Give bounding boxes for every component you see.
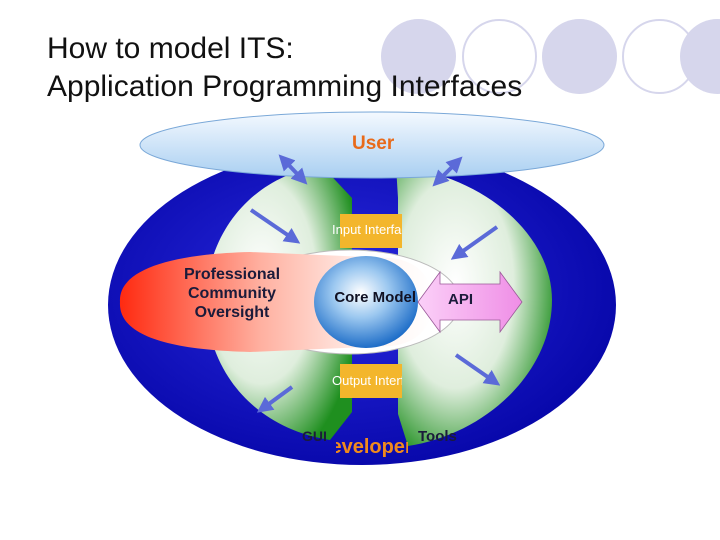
bidirectional-arrow-icon: [432, 156, 463, 187]
slide-title: How to model ITS: Application Programmin…: [47, 30, 522, 106]
oversight-label: Professional Community Oversight: [183, 266, 281, 321]
core-model-sphere: [314, 256, 418, 348]
decorative-circle: [542, 19, 617, 94]
decorative-circle: [462, 19, 537, 94]
user-oval: [139, 111, 605, 179]
bidirectional-arrow-icon: [278, 154, 308, 185]
api-label: API: [448, 291, 474, 308]
output-interface-band: [340, 364, 402, 398]
arrow-icon: [256, 385, 294, 413]
tools-label: Tools: [418, 428, 457, 445]
arrow-icon: [454, 353, 501, 386]
gui-label: GUI: [302, 428, 327, 444]
output-interface-label: Output Interface: [332, 373, 402, 388]
decorative-circle: [381, 19, 456, 94]
slide-title-line-1: How to model ITS:: [47, 32, 294, 65]
arrow-icon: [450, 225, 499, 260]
core-model-label: Core Model: [334, 289, 416, 306]
arrow-icon: [249, 208, 301, 244]
developer-label: Developer: [336, 436, 408, 458]
api-arrow: [417, 270, 523, 334]
input-interface-label: Input Interface: [332, 222, 402, 237]
slide-title-line-2: Application Programming Interfaces: [47, 70, 523, 103]
user-label: User: [352, 133, 395, 154]
input-interface-band: [340, 214, 402, 248]
